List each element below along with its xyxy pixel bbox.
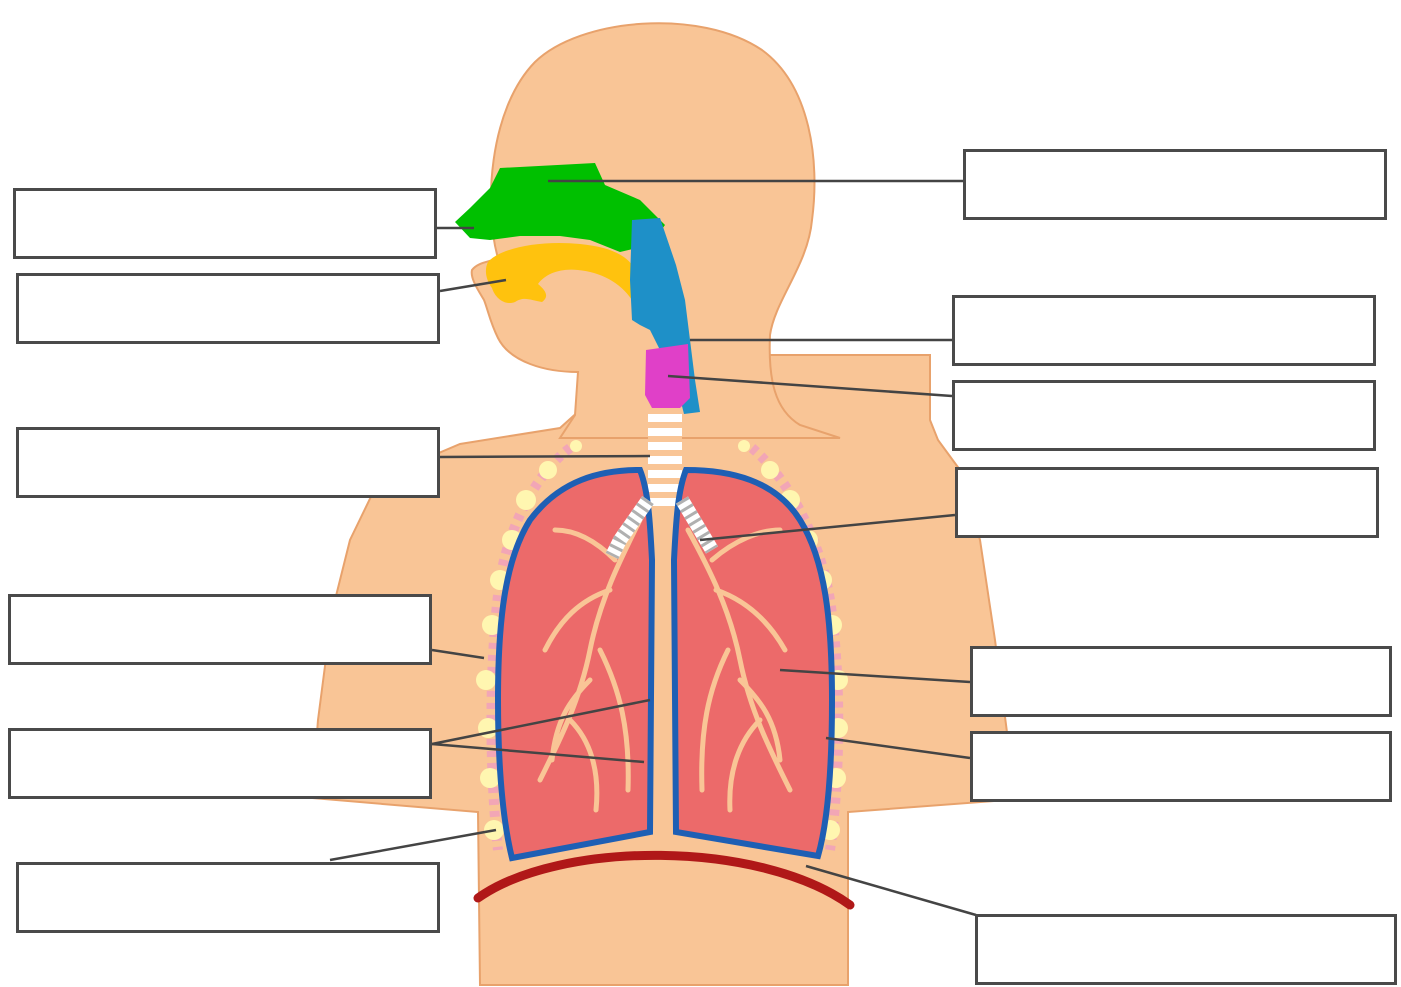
label-box-bronchioles[interactable] <box>970 646 1392 717</box>
label-box-larynx[interactable] <box>952 380 1376 451</box>
label-box-pleura-lung[interactable] <box>8 728 432 799</box>
label-box-bronchi[interactable] <box>955 467 1379 538</box>
label-box-nasal-cavity[interactable] <box>13 188 437 259</box>
label-box-trachea[interactable] <box>16 427 440 498</box>
label-box-lung[interactable] <box>970 731 1392 802</box>
label-box-diaphragm[interactable] <box>975 914 1397 985</box>
label-box-pharynx[interactable] <box>952 295 1376 366</box>
label-box-nasopharynx[interactable] <box>963 149 1387 220</box>
label-box-intercostal[interactable] <box>16 862 440 933</box>
label-box-oral-cavity[interactable] <box>16 273 440 344</box>
trachea <box>648 410 682 506</box>
label-box-ribs[interactable] <box>8 594 432 665</box>
